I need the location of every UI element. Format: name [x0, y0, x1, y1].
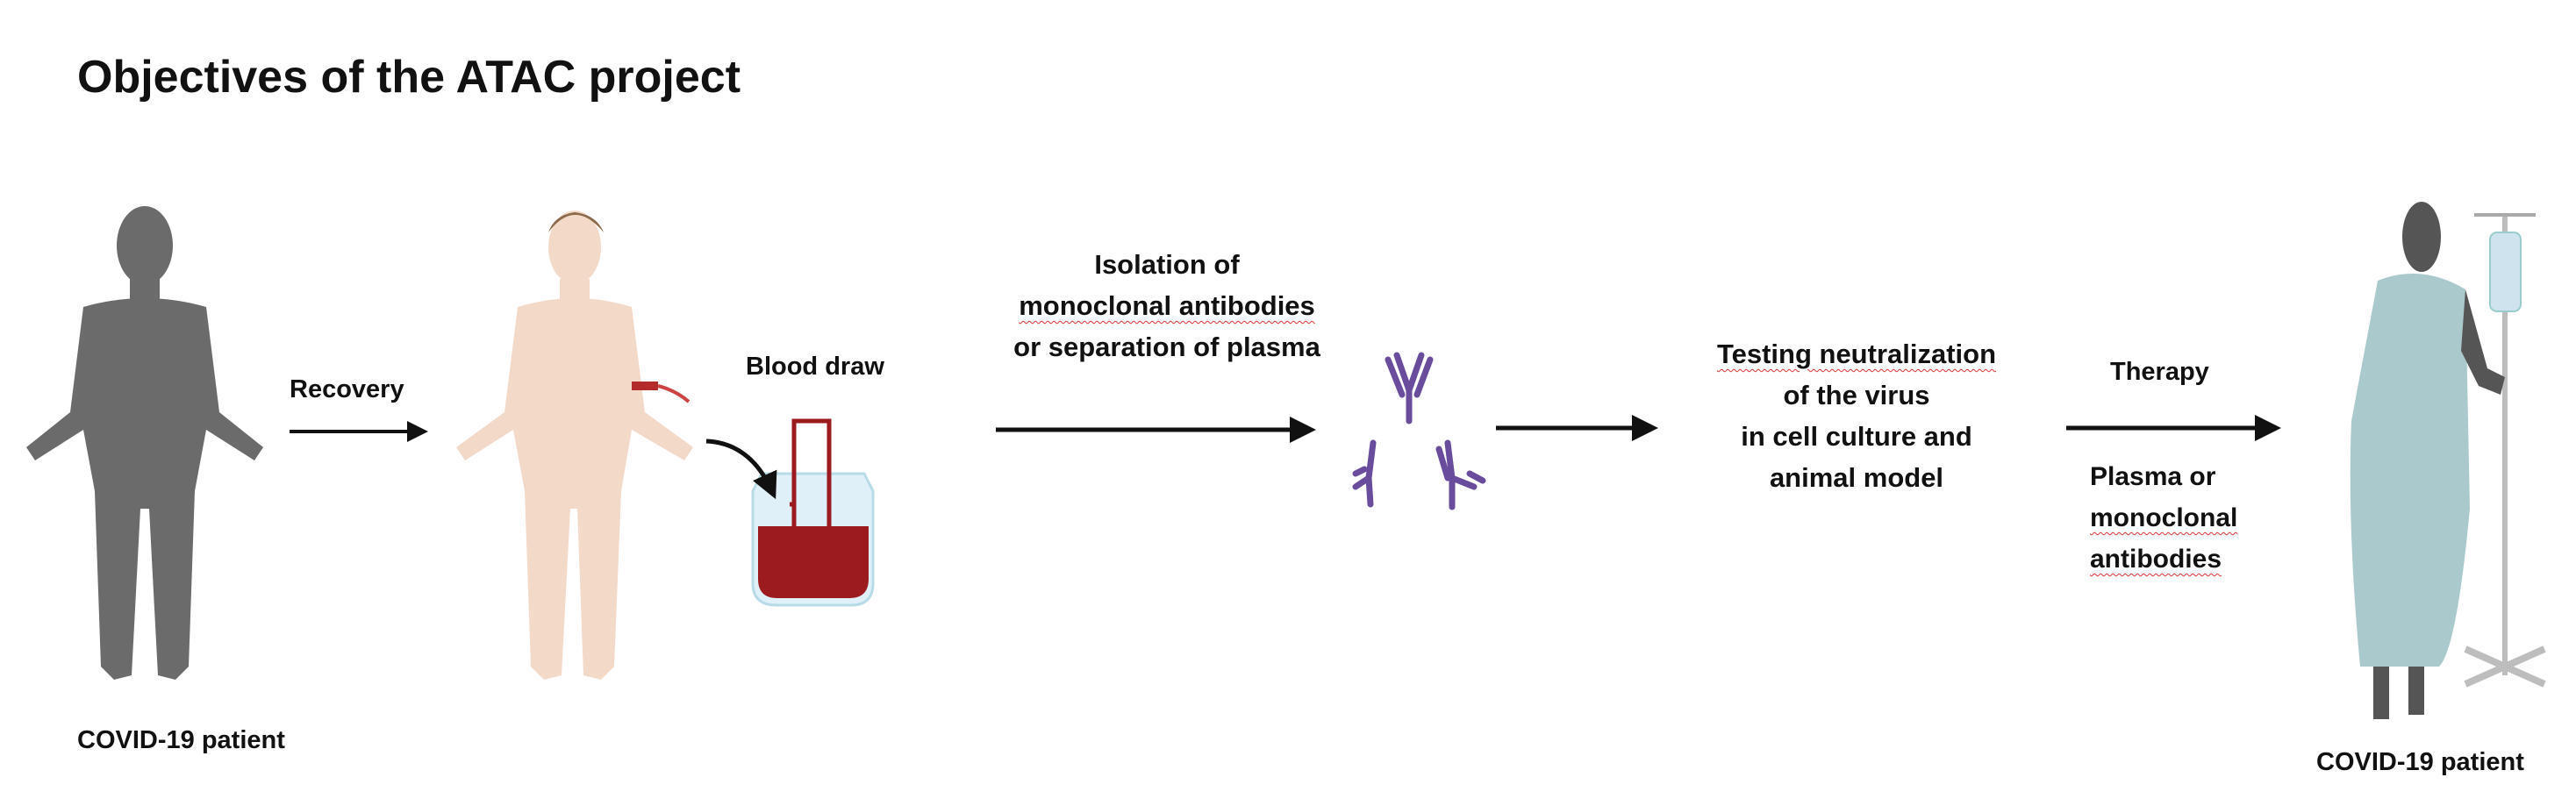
isolation-line: or separation of plasma: [1013, 332, 1320, 362]
testing-line: Testing neutralization: [1716, 339, 1997, 369]
therapy-option-line: monoclonal: [2090, 503, 2238, 532]
blood-bag-icon: [751, 418, 875, 607]
testing-line: in cell culture and: [1741, 421, 1972, 452]
therapy-label: Therapy: [2110, 358, 2209, 386]
isolation-text: Isolation of monoclonal antibodies or se…: [991, 244, 1342, 367]
recovery-label: Recovery: [290, 375, 404, 403]
hospital-patient-icon: [2350, 202, 2546, 719]
blood-draw-label: Blood draw: [746, 353, 884, 381]
patient-right-label: COVID-19 patient: [2316, 748, 2524, 776]
testing-text: Testing neutralization of the virus in c…: [1681, 333, 2032, 498]
isolation-line: Isolation of: [1094, 249, 1240, 280]
therapy-option-line: antibodies: [2090, 545, 2222, 574]
blood-draw-arrow: [705, 439, 777, 500]
antibody-icon: [1352, 352, 1486, 510]
recovered-person-icon: [456, 210, 693, 680]
patient-silhouette-icon: [26, 206, 263, 680]
therapy-options: Plasma or monoclonal antibodies: [2090, 456, 2237, 580]
isolation-line: monoclonal antibodies: [1019, 290, 1315, 321]
patient-left-label: COVID-19 patient: [77, 726, 285, 754]
testing-line: of the virus: [1783, 380, 1930, 410]
therapy-option-line: Plasma or: [2090, 462, 2216, 491]
testing-line: animal model: [1769, 462, 1944, 493]
page-title: Objectives of the ATAC project: [77, 52, 741, 103]
